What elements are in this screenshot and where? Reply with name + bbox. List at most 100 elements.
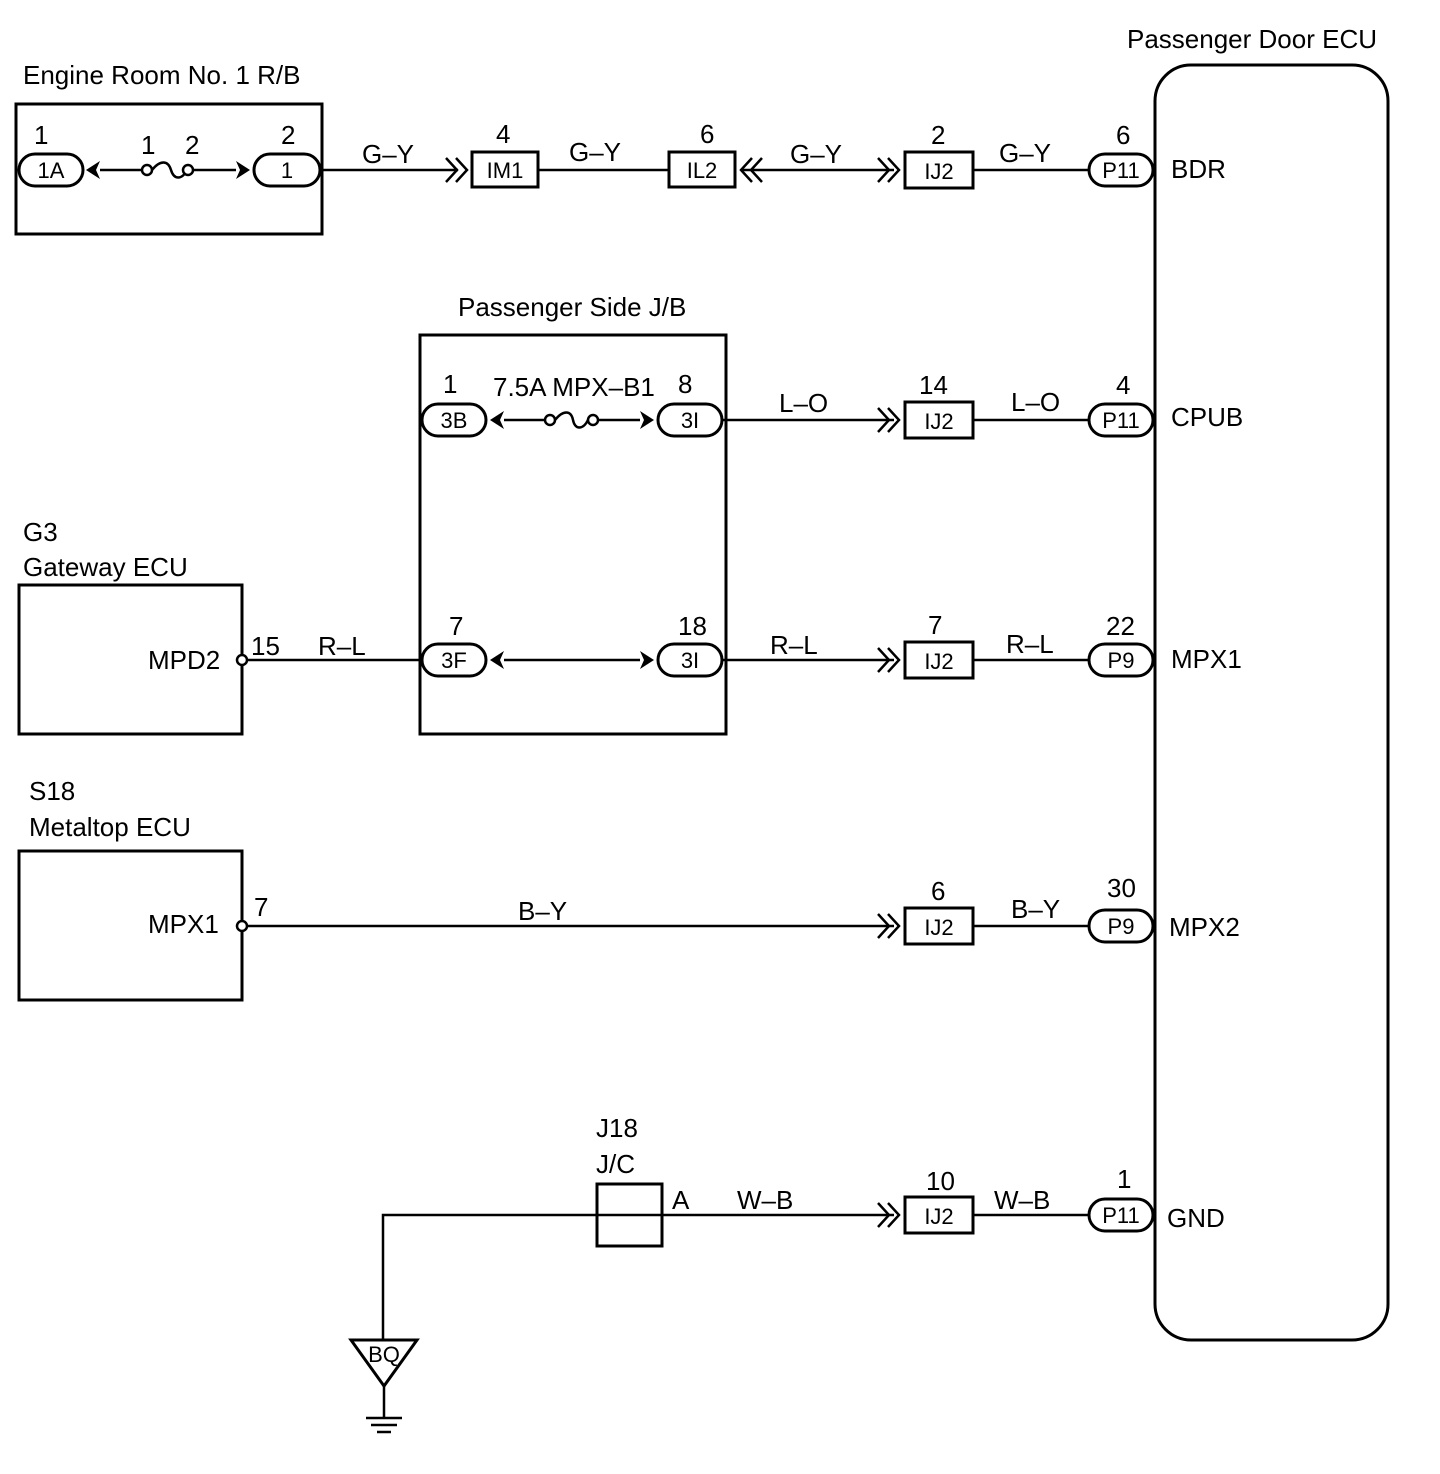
ecu-pin-mpx2: MPX2 xyxy=(1169,912,1240,942)
jb-row1-left-terminal-arrow xyxy=(490,411,504,429)
connector-p11-gnd-label: P11 xyxy=(1102,1203,1140,1228)
connector-ij2-cpub xyxy=(903,400,975,440)
ecu-pin-gnd: GND xyxy=(1167,1203,1225,1233)
circuit-mpx1: R–L R–L 7 IJ2 R–L 22 P9 xyxy=(247,610,1155,680)
jb-connector-3b xyxy=(420,402,488,438)
metaltop-pin-mpx1: MPX1 xyxy=(148,909,219,939)
ground-point-label: BQ xyxy=(368,1342,400,1367)
ij2-mpx2-pin: 6 xyxy=(931,876,945,906)
passenger-door-ecu: Passenger Door ECU BDR CPUB MPX1 MPX2 GN… xyxy=(1127,24,1390,1342)
connector-im1-label: IM1 xyxy=(487,158,524,183)
rb-fuse-pin-left: 1 xyxy=(141,130,155,160)
wire-label-g-y-4: G–Y xyxy=(999,138,1051,168)
ij2-gnd-male-connector-icon xyxy=(877,1202,901,1228)
passenger-side-jb-box xyxy=(418,333,728,736)
ij2-gnd-pin: 10 xyxy=(926,1166,955,1196)
rb-pin-right: 2 xyxy=(281,120,295,150)
rb-connector-1a-label: 1A xyxy=(38,158,65,183)
metaltop-ecu-title: Metaltop ECU xyxy=(29,812,191,842)
il2-pin: 6 xyxy=(700,119,714,149)
gateway-ecu: G3 Gateway ECU MPD2 15 xyxy=(17,517,280,736)
wire-label-r-l-3: R–L xyxy=(1006,629,1054,659)
jb-row1-pin-left: 1 xyxy=(443,369,457,399)
jb-fuse-terminal-left xyxy=(543,413,557,427)
rb-left-terminal-arrow xyxy=(86,161,100,179)
wire-label-l-o-1: L–O xyxy=(779,388,828,418)
rb-fuse-terminal-left xyxy=(140,163,154,177)
circuit-bdr: G–Y 4 IM1 G–Y 6 IL2 G–Y 2 IJ2 G–Y 6 P11 xyxy=(322,119,1155,190)
metaltop-pin-number: 7 xyxy=(254,892,268,922)
gateway-ecu-title: Gateway ECU xyxy=(23,552,188,582)
jb-row2-pin-right: 18 xyxy=(678,611,707,641)
connector-ij2-bdr xyxy=(903,150,975,190)
ecu-mpx2-pin: 30 xyxy=(1107,873,1136,903)
jb-connector-3i-row1-label: 3I xyxy=(681,408,699,433)
ij2-cpub-male-connector-icon xyxy=(877,407,901,433)
jb-row2-left-terminal-arrow xyxy=(490,651,504,669)
connector-p9-mpx1-label: P9 xyxy=(1108,648,1135,673)
connector-p11-gnd xyxy=(1087,1197,1155,1233)
metaltop-ecu-code: S18 xyxy=(29,776,75,806)
ij2-mpx1-pin: 7 xyxy=(928,610,942,640)
gateway-terminal xyxy=(235,653,249,667)
wire-label-g-y-1: G–Y xyxy=(362,139,414,169)
rb-fuse-icon xyxy=(151,161,189,179)
wire-label-b-y-1: B–Y xyxy=(518,896,567,926)
wire-label-w-b-2: W–B xyxy=(994,1185,1050,1215)
ecu-cpub-pin: 4 xyxy=(1116,370,1130,400)
jb-row2-pin-left: 7 xyxy=(449,611,463,641)
connector-ij2-cpub-label: IJ2 xyxy=(924,409,953,434)
passenger-side-junction-block: Passenger Side J/B 1 3B 7.5A MPX–B1 8 3I… xyxy=(418,292,728,736)
jb-connector-3f-label: 3F xyxy=(441,648,467,673)
jc-code: J18 xyxy=(596,1113,638,1143)
connector-ij2-gnd xyxy=(903,1195,975,1235)
ground-icon xyxy=(366,1386,402,1434)
connector-ij2-bdr-label: IJ2 xyxy=(924,159,953,184)
rb-right-terminal-arrow xyxy=(236,161,250,179)
rb-fuse-pin-right: 2 xyxy=(185,130,199,160)
im1-male-connector-icon xyxy=(445,157,469,183)
jb-fuse-icon xyxy=(554,411,590,429)
ij2-mpx2-male-connector-icon xyxy=(877,913,901,939)
wire-label-g-y-2: G–Y xyxy=(569,137,621,167)
circuit-mpx2: B–Y 6 IJ2 B–Y 30 P9 xyxy=(247,873,1155,946)
jb-connector-3b-label: 3B xyxy=(441,408,468,433)
wire-label-b-y-2: B–Y xyxy=(1011,894,1060,924)
passenger-door-ecu-title: Passenger Door ECU xyxy=(1127,24,1377,54)
engine-room-relay-block: Engine Room No. 1 R/B 1 1A 1 2 2 1 xyxy=(14,60,324,236)
rb-pin-left: 1 xyxy=(34,120,48,150)
ecu-pin-cpub: CPUB xyxy=(1171,402,1243,432)
wire-label-l-o-2: L–O xyxy=(1011,387,1060,417)
wire-label-r-l-2: R–L xyxy=(770,630,818,660)
wire-ground-lead xyxy=(381,1213,662,1340)
metaltop-ecu: S18 Metaltop ECU MPX1 7 xyxy=(17,776,268,1002)
jb-row1-right-terminal-arrow xyxy=(640,411,654,429)
rb-connector-1 xyxy=(252,152,322,188)
connector-p11-bdr-label: P11 xyxy=(1102,158,1140,183)
engine-room-rb-title: Engine Room No. 1 R/B xyxy=(23,60,300,90)
ecu-mpx1-pin: 22 xyxy=(1106,611,1135,641)
connector-ij2-gnd-label: IJ2 xyxy=(924,1204,953,1229)
jc-title: J/C xyxy=(596,1149,635,1179)
gateway-pin-mpd2: MPD2 xyxy=(148,645,220,675)
connector-ij2-mpx2-label: IJ2 xyxy=(924,915,953,940)
rb-connector-1a xyxy=(17,152,85,188)
ecu-pin-bdr: BDR xyxy=(1171,154,1226,184)
metaltop-terminal xyxy=(235,919,249,933)
wire-label-r-l-1: R–L xyxy=(318,631,366,661)
rb-fuse-terminal-right xyxy=(181,163,195,177)
connector-p11-bdr xyxy=(1087,152,1155,188)
connector-p11-cpub-label: P11 xyxy=(1102,408,1140,433)
jb-row1-pin-right: 8 xyxy=(678,369,692,399)
rb-connector-1-label: 1 xyxy=(281,158,293,183)
passenger-side-jb-title: Passenger Side J/B xyxy=(458,292,686,322)
ij2-bdr-male-connector-icon xyxy=(877,157,901,183)
ecu-gnd-pin: 1 xyxy=(1117,1164,1131,1194)
connector-p9-mpx2-label: P9 xyxy=(1108,914,1135,939)
connector-im1 xyxy=(470,150,540,189)
jb-fuse-label: 7.5A MPX–B1 xyxy=(493,372,655,402)
ecu-bdr-pin: 6 xyxy=(1116,120,1130,150)
ij2-cpub-pin: 14 xyxy=(919,370,948,400)
wire-label-g-y-3: G–Y xyxy=(790,139,842,169)
